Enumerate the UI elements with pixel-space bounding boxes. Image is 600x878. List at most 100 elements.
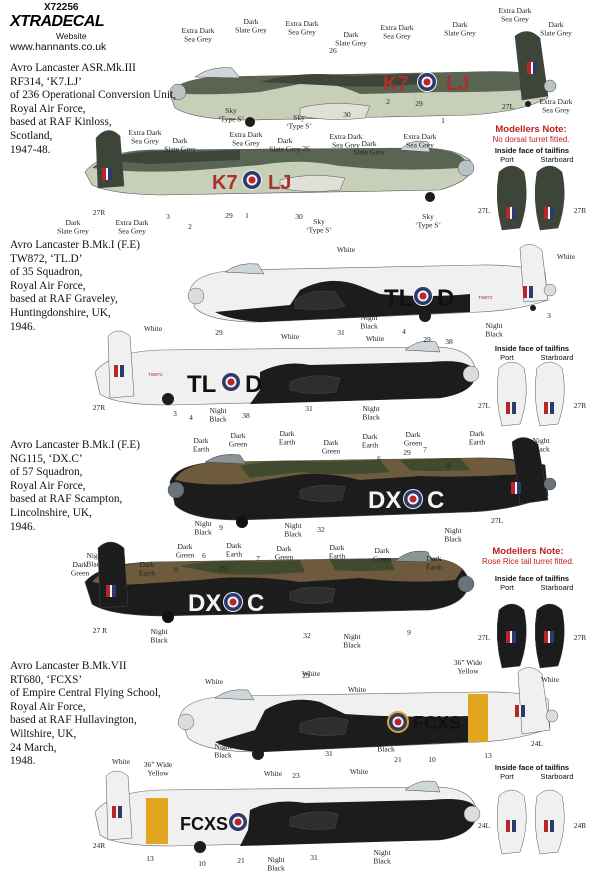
bound-text: of Empire Central Flying School, <box>10 687 161 700</box>
label-line: Extra Dark <box>539 97 572 106</box>
label-line: Black <box>194 528 212 537</box>
bound-text: White <box>205 677 224 686</box>
bound-text: White <box>112 757 131 766</box>
label-line: Sea Grey <box>288 28 316 37</box>
bound-text: 27L <box>478 206 491 215</box>
bound-text: 27R <box>574 401 587 410</box>
bound-text: 13 <box>146 854 154 863</box>
bound-text: Rose Rice tail turret fitted. <box>481 557 575 566</box>
bound-text: NG115, ‘DX.C’ <box>10 452 83 465</box>
label-line: Black <box>284 530 302 539</box>
label-line: Night <box>485 321 503 330</box>
section3-tailfin-starboard <box>534 603 565 669</box>
label-line: Dark <box>140 560 155 569</box>
bound-text: FCXS <box>180 814 228 834</box>
bound-text: 1 <box>441 116 445 125</box>
section3-modellers-note: Modellers Note: Rose Rice tail turret fi… <box>462 546 594 566</box>
bound-text: 1946. <box>10 320 36 333</box>
bound-text: Port <box>500 772 514 781</box>
section2-description: Avro Lancaster B.Mk.I (F.E) TW872, ‘TL.D… <box>10 239 140 334</box>
bound-text: TW872, ‘TL.D’ <box>10 252 83 265</box>
label-line: Sky <box>225 106 237 115</box>
label-line: Slate Grey <box>269 145 301 154</box>
label-line: Night <box>86 551 104 560</box>
bound-text: DX <box>368 487 401 514</box>
label-line: Night <box>444 526 462 535</box>
bound-text: TW872 <box>148 372 163 377</box>
label-line: Dark <box>330 543 345 552</box>
label-line: Extra Dark <box>380 23 413 32</box>
section3-tailfin-port <box>496 603 527 669</box>
label-line: Slate Grey <box>335 39 367 48</box>
bound-text: 2 <box>188 222 192 231</box>
bound-text: 27R <box>93 208 106 217</box>
bound-text: Wiltshire, UK, <box>10 727 77 740</box>
bound-text: Inside face of tailfins <box>494 344 570 353</box>
section1-tailfin-starboard <box>534 165 565 231</box>
label-line: Night <box>362 404 380 413</box>
bound-text: 7 <box>423 445 427 454</box>
bound-text: White <box>264 769 283 778</box>
label-line: Night <box>373 848 391 857</box>
label-line: Black <box>343 641 361 650</box>
bound-text: 4 <box>189 413 193 422</box>
bound-text: 24R <box>93 841 106 850</box>
bound-text: White <box>337 245 356 254</box>
bound-text: of 236 Operational Conversion Unit, <box>10 89 176 102</box>
label-line: Night <box>532 436 550 445</box>
xtradecal-logo: XTRADECAL <box>10 13 105 30</box>
bound-text: Lincolnshire, UK, <box>10 506 92 519</box>
bound-text: White <box>348 685 367 694</box>
bound-text: Avro Lancaster B.Mk.VII <box>10 660 127 672</box>
catalog-number: X72256 <box>44 2 79 13</box>
label-line: Extra Dark <box>229 130 262 139</box>
bound-text: White <box>366 334 385 343</box>
label-line: Sea Grey <box>542 106 570 115</box>
section1-top-aircraft <box>169 31 557 127</box>
section3-top-aircraft <box>167 437 557 528</box>
label-line: ‘Type S’ <box>218 115 244 124</box>
bound-text: based at RAF Scampton, <box>10 493 123 506</box>
bound-text: 4 <box>402 327 406 336</box>
code-k7: K7 <box>383 73 409 95</box>
label-line: Extra Dark <box>115 218 148 227</box>
label-line: Dark <box>173 136 188 145</box>
label-line: Dark <box>324 438 339 447</box>
label-line: Night <box>214 742 232 751</box>
label-line: Black <box>360 322 378 331</box>
label-line: Dark <box>280 429 295 438</box>
section3-bottom-codes: DX C <box>106 585 264 617</box>
label-line: Earth <box>193 445 209 454</box>
label-line: Dark <box>277 544 292 553</box>
section4-bottom-aircraft <box>94 770 481 853</box>
website-url[interactable]: www.hannants.co.uk <box>10 41 107 53</box>
label-line: Black <box>444 535 462 544</box>
label-line: Dark <box>549 20 564 29</box>
colour-callout-label: Sky‘Type S’ <box>218 106 244 124</box>
label-line: Dark <box>362 139 377 148</box>
label-line: Slate Grey <box>540 29 572 38</box>
label-line: Black <box>485 330 503 339</box>
label-line: Black <box>373 857 391 866</box>
bound-text: 23 <box>302 671 310 680</box>
label-line: Yellow <box>147 769 169 778</box>
